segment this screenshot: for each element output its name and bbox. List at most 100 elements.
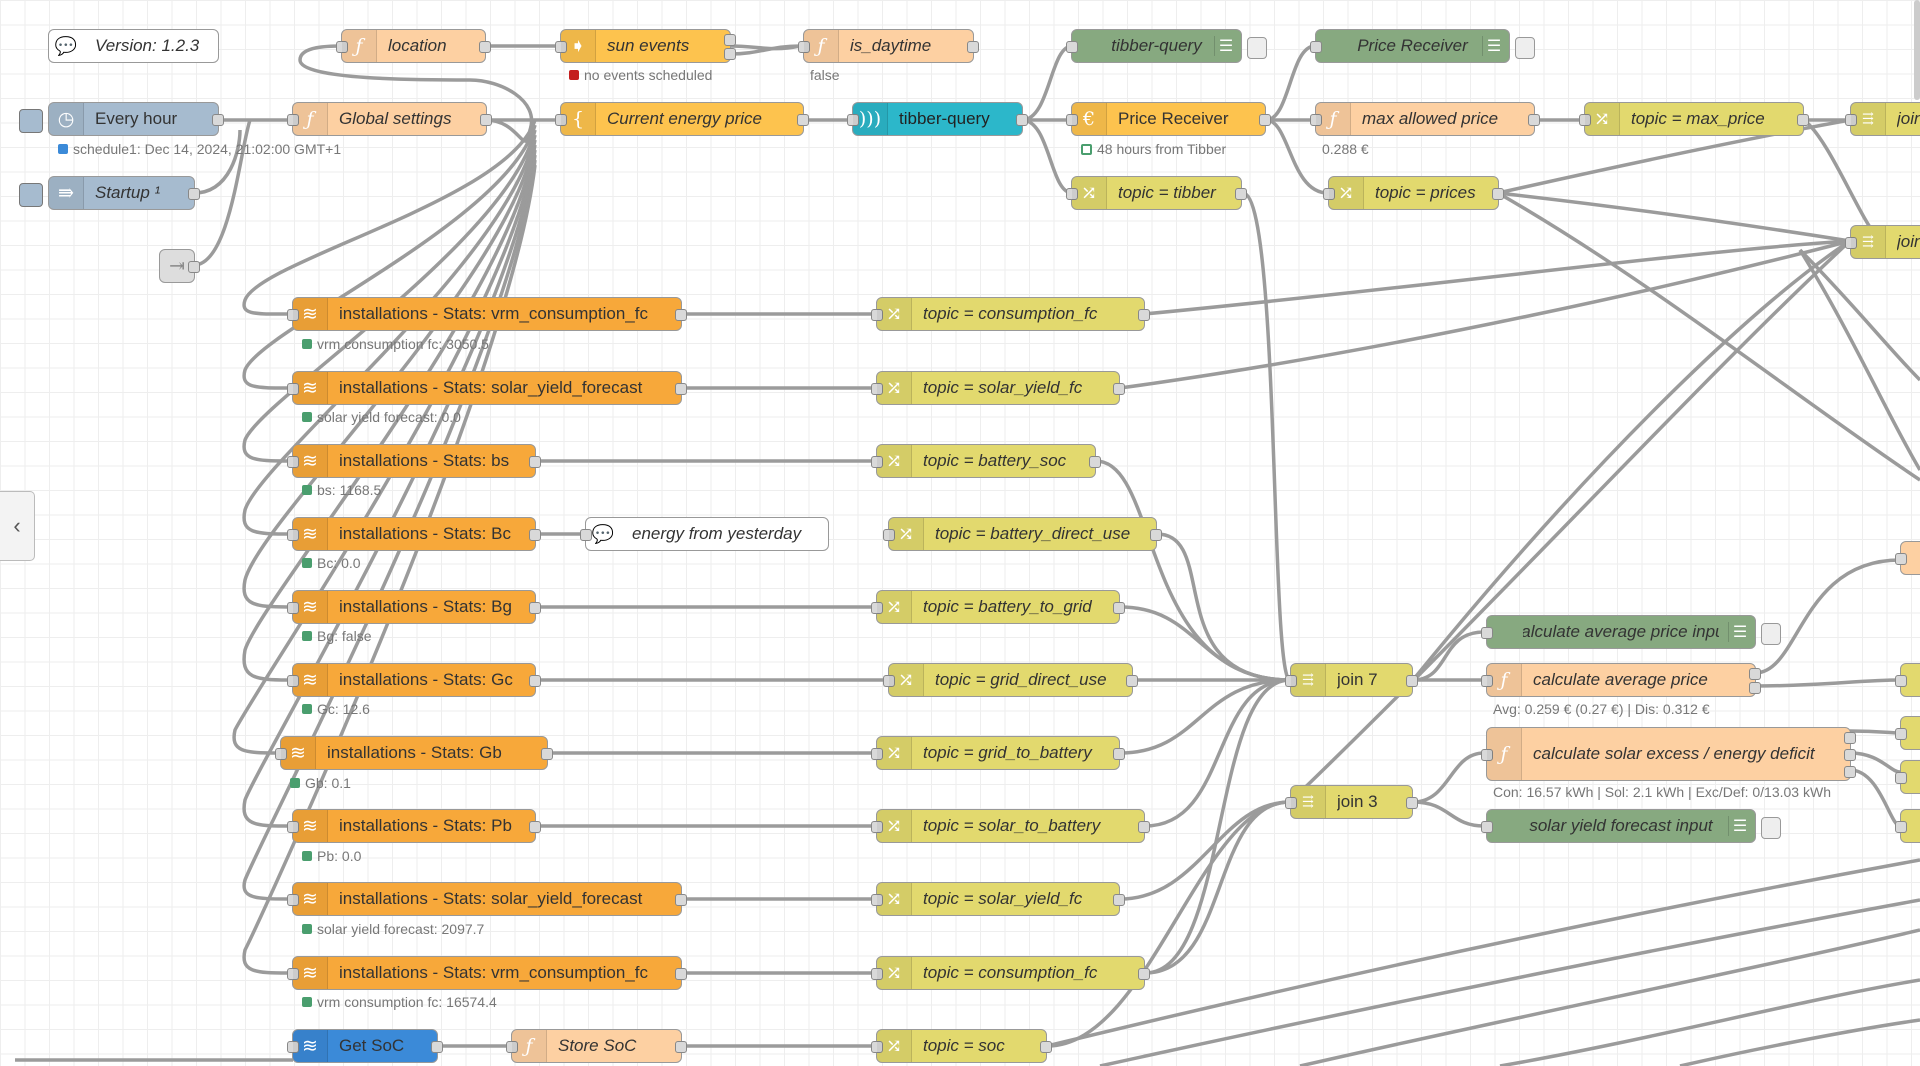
input-port[interactable] <box>287 383 299 395</box>
input-port[interactable] <box>287 456 299 468</box>
input-port[interactable] <box>1310 41 1322 53</box>
output-port[interactable] <box>1528 114 1540 126</box>
node-join7[interactable]: ⇶ join 7 <box>1285 663 1418 697</box>
input-port[interactable] <box>798 41 810 53</box>
output-port[interactable] <box>529 821 541 833</box>
output-port[interactable] <box>1259 114 1271 126</box>
node-calc-avg-price[interactable]: ƒ calculate average price <box>1481 663 1761 697</box>
input-port[interactable] <box>871 748 883 760</box>
node-store-soc[interactable]: ƒ Store SoC <box>506 1029 687 1063</box>
debug-toggle-button[interactable] <box>1761 817 1781 839</box>
node-tibber-query[interactable]: ))) tibber-query <box>847 102 1028 136</box>
node-stats-bs[interactable]: ≋ installations - Stats: bs <box>287 444 541 478</box>
output-port[interactable] <box>1150 529 1162 541</box>
input-port[interactable] <box>287 529 299 541</box>
input-port[interactable] <box>1845 114 1857 126</box>
output-port[interactable] <box>529 529 541 541</box>
output-port[interactable] <box>675 968 687 980</box>
input-port[interactable] <box>1895 821 1907 833</box>
input-port[interactable] <box>287 821 299 833</box>
input-port[interactable] <box>336 41 348 53</box>
node-topic-solar-yield-fc-1[interactable]: ⤮ topic = solar_yield_fc <box>871 371 1125 405</box>
node-topic-prices[interactable]: ⤮ topic = prices <box>1323 176 1504 210</box>
node-calc-avg-price-input[interactable]: calculate average price input ☰ <box>1481 615 1781 649</box>
input-port[interactable] <box>287 1041 299 1053</box>
input-port[interactable] <box>1481 821 1493 833</box>
input-port[interactable] <box>871 309 883 321</box>
input-port[interactable] <box>287 968 299 980</box>
node-stats-gc[interactable]: ≋ installations - Stats: Gc <box>287 663 541 697</box>
node-topic-solar-yield-fc-2[interactable]: ⤮ topic = solar_yield_fc <box>871 882 1125 916</box>
input-port[interactable] <box>275 748 287 760</box>
output-port[interactable] <box>1113 894 1125 906</box>
node-topic-tibber[interactable]: ⤮ topic = tibber <box>1066 176 1247 210</box>
output-port[interactable] <box>1138 821 1150 833</box>
input-port[interactable] <box>287 114 299 126</box>
node-topic-battery-direct-use[interactable]: ⤮ topic = battery_direct_use <box>883 517 1162 551</box>
input-port[interactable] <box>1066 188 1078 200</box>
input-port[interactable] <box>871 383 883 395</box>
output-port[interactable] <box>1138 309 1150 321</box>
node-global-settings[interactable]: ƒ Global settings <box>287 102 492 136</box>
input-port[interactable] <box>883 675 895 687</box>
input-port[interactable] <box>287 675 299 687</box>
input-port[interactable] <box>580 529 592 541</box>
output-port[interactable] <box>1406 675 1418 687</box>
node-stats-bg[interactable]: ≋ installations - Stats: Bg <box>287 590 541 624</box>
output-port[interactable] <box>1797 114 1809 126</box>
debug-toggle-button[interactable] <box>1247 37 1267 59</box>
output-port[interactable] <box>1089 456 1101 468</box>
node-stats-solar-yield-forecast-2[interactable]: ≋ installations - Stats: solar_yield_for… <box>287 882 687 916</box>
input-port[interactable] <box>1481 627 1493 639</box>
node-startup[interactable]: ⇛ Startup ¹ <box>19 176 200 210</box>
node-tibber-query-debug[interactable]: tibber-query ☰ <box>1066 29 1267 63</box>
output-port[interactable] <box>431 1041 443 1053</box>
node-topic-grid-to-battery[interactable]: ⤮ topic = grid_to_battery <box>871 736 1125 770</box>
input-port[interactable] <box>1845 237 1857 249</box>
output-port[interactable] <box>529 675 541 687</box>
node-topic-grid-direct-use[interactable]: ⤮ topic = grid_direct_use <box>883 663 1138 697</box>
output-port[interactable] <box>1126 675 1138 687</box>
input-port[interactable] <box>287 602 299 614</box>
output-port[interactable] <box>1492 188 1504 200</box>
input-port[interactable] <box>871 968 883 980</box>
output-port[interactable] <box>1113 748 1125 760</box>
input-port[interactable] <box>1066 114 1078 126</box>
input-port[interactable] <box>1285 797 1297 809</box>
input-port[interactable] <box>506 1041 518 1053</box>
node-calc-solar-excess[interactable]: ƒ calculate solar excess / energy defici… <box>1481 727 1856 781</box>
sidebar-toggle-button[interactable]: ‹ <box>0 491 35 561</box>
output-port[interactable] <box>675 1041 687 1053</box>
output-port[interactable] <box>724 34 736 46</box>
output-port[interactable] <box>1749 682 1761 694</box>
input-port[interactable] <box>1481 675 1493 687</box>
comment-energy-yesterday[interactable]: 💬 energy from yesterday <box>580 517 829 551</box>
output-port[interactable] <box>1406 797 1418 809</box>
input-port[interactable] <box>871 1041 883 1053</box>
node-stats-bc[interactable]: ≋ installations - Stats: Bc <box>287 517 541 551</box>
debug-toggle-button[interactable] <box>1515 37 1535 59</box>
input-port[interactable] <box>1310 114 1322 126</box>
output-port[interactable] <box>1235 188 1247 200</box>
input-port[interactable] <box>1066 41 1078 53</box>
node-every-hour[interactable]: ◷ Every hour <box>19 102 224 136</box>
node-stats-gb[interactable]: ≋ installations - Stats: Gb <box>275 736 553 770</box>
output-port[interactable] <box>1844 766 1856 778</box>
output-port[interactable] <box>1844 749 1856 761</box>
input-port[interactable] <box>555 114 567 126</box>
input-port[interactable] <box>1895 772 1907 784</box>
output-port[interactable] <box>1113 602 1125 614</box>
input-port[interactable] <box>1895 675 1907 687</box>
output-port[interactable] <box>967 41 979 53</box>
input-port[interactable] <box>555 41 567 53</box>
output-port[interactable] <box>529 602 541 614</box>
output-port[interactable] <box>1113 383 1125 395</box>
node-solar-yield-fc-input[interactable]: solar yield forecast input ☰ <box>1481 809 1781 843</box>
input-port[interactable] <box>871 821 883 833</box>
output-port[interactable] <box>479 41 491 53</box>
node-join-b[interactable]: ⇶ join <box>1845 225 1920 259</box>
node-topic-consumption-fc-2[interactable]: ⤮ topic = consumption_fc <box>871 956 1150 990</box>
output-port[interactable] <box>1749 668 1761 680</box>
input-port[interactable] <box>1579 114 1591 126</box>
node-topic-consumption-fc-1[interactable]: ⤮ topic = consumption_fc <box>871 297 1150 331</box>
